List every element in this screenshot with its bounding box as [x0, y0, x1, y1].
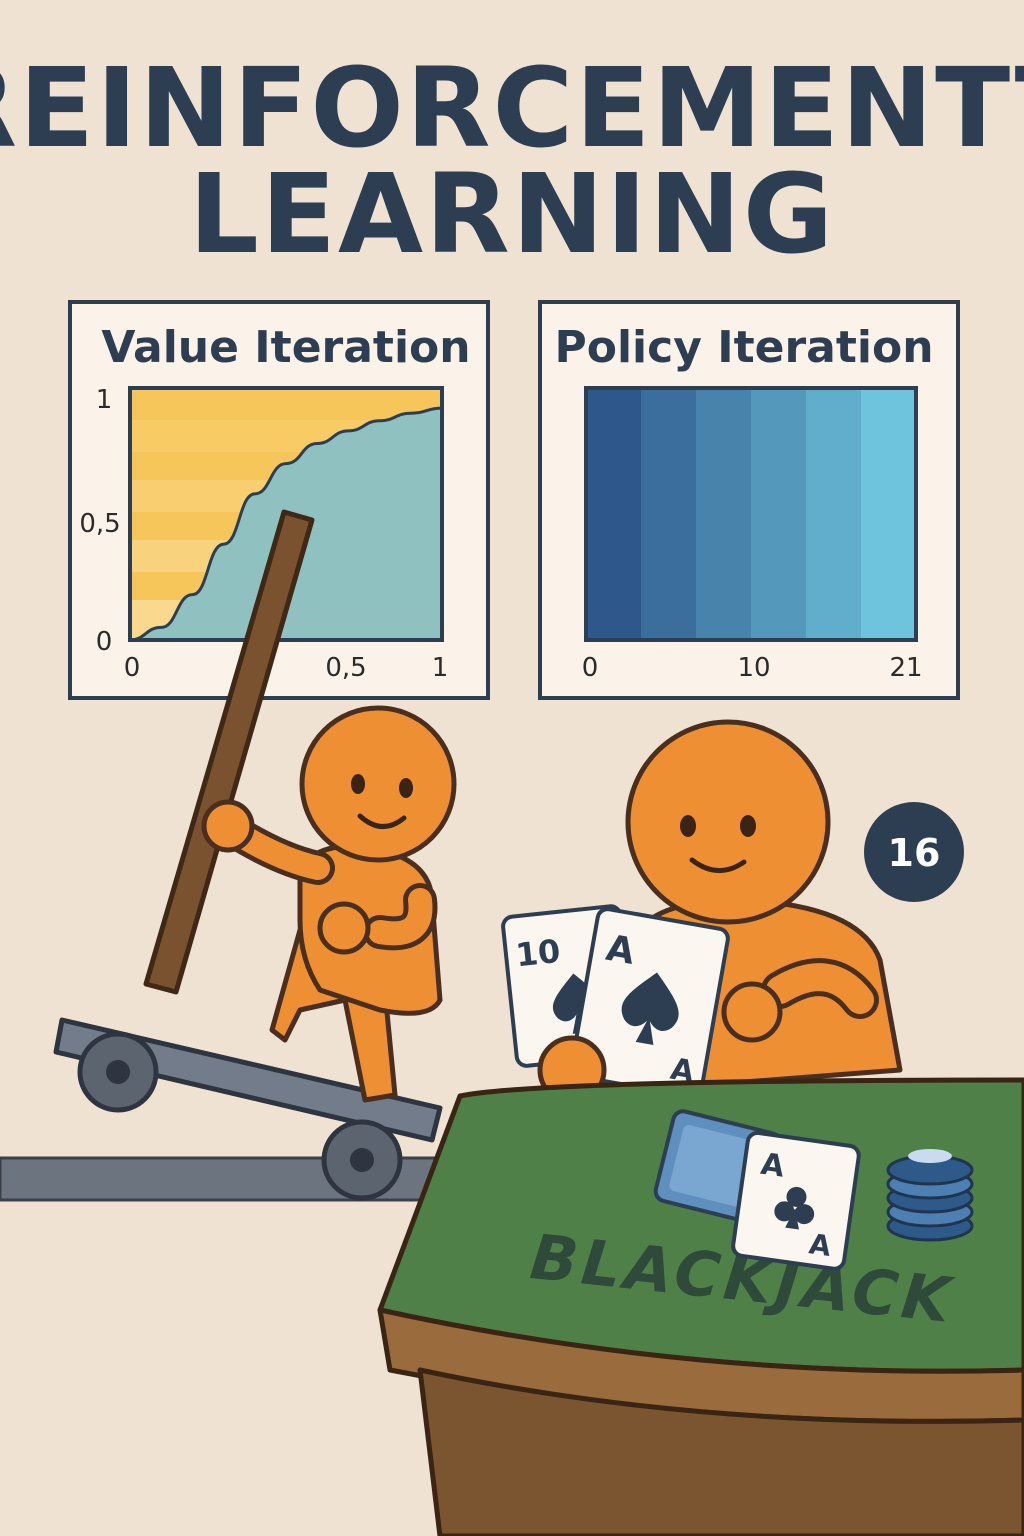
- chip-top-inlay: [908, 1149, 952, 1163]
- cart-wheel-right-hub: [350, 1148, 374, 1172]
- title-line-2: LEARNING: [189, 150, 835, 278]
- player-eye-left: [680, 815, 696, 837]
- blackjack-table: BLACKJACK: [377, 1077, 1024, 1536]
- pi-heat-cell-1: [641, 388, 697, 640]
- table-card-rank-bottom: A: [807, 1227, 833, 1263]
- pole: [143, 509, 315, 995]
- player-head: [625, 719, 831, 925]
- cart: [53, 1017, 443, 1201]
- table-base: [417, 1367, 1024, 1536]
- player-hand-right: [721, 981, 783, 1043]
- cart-wheel-left-hub: [106, 1060, 130, 1084]
- cartpole-eye-right: [399, 778, 413, 798]
- vi-ytick-1: 1: [96, 385, 113, 415]
- player-eye-right: [740, 815, 756, 837]
- policy-iteration-panel: Policy Iteration 0 10 21: [538, 300, 960, 700]
- cartpole-hand-pole: [201, 799, 255, 853]
- chip-stack: [886, 1149, 974, 1242]
- value-iteration-plot: [128, 386, 444, 642]
- pi-heat-cell-0: [586, 388, 642, 640]
- vi-xtick-0-5: 0,5: [325, 653, 366, 683]
- policy-iteration-title: Policy Iteration: [554, 322, 933, 373]
- cartpole-eye-left: [351, 774, 365, 794]
- cartpole-head: [299, 705, 457, 863]
- blackjack-player: [625, 719, 903, 1093]
- card-ace-spade-icon: [621, 972, 679, 1046]
- pi-xtick-21: 21: [889, 653, 922, 683]
- value-iteration-title: Value Iteration: [101, 322, 470, 373]
- pi-plot-border: [584, 386, 918, 642]
- vi-xtick-1: 1: [432, 653, 449, 683]
- policy-iteration-plot: [586, 388, 917, 640]
- cartpole-smile: [357, 813, 407, 829]
- card-10-rank: 10: [514, 932, 562, 974]
- vi-ytick-0: 0: [96, 627, 113, 657]
- cartpole-arm2: [368, 888, 433, 946]
- vi-ytick-0-5: 0,5: [79, 509, 120, 539]
- table-card-rank-top: A: [759, 1147, 788, 1185]
- value-iteration-panel: Value Iteration 1 0,5 0 0 0,5 1: [68, 300, 490, 700]
- score-badge: 16: [864, 802, 964, 902]
- club-icon: [774, 1186, 815, 1230]
- score-badge-value: 16: [888, 831, 941, 875]
- score-badge-circle: [864, 802, 964, 902]
- cartpole-fist: [317, 901, 371, 955]
- pi-heat-cell-2: [696, 388, 752, 640]
- vi-xtick-0: 0: [124, 653, 141, 683]
- cartpole-character: [201, 705, 457, 1103]
- vi-plot-border: [128, 386, 444, 642]
- player-smile: [689, 857, 747, 873]
- pi-heat-cell-4: [806, 388, 862, 640]
- pi-xtick-10: 10: [737, 653, 770, 683]
- player-arm: [766, 963, 874, 1014]
- pi-heat-cell-3: [751, 388, 807, 640]
- title-line-1: REINFORCEMENTT: [0, 44, 1024, 172]
- pi-heat-cell-5: [861, 388, 917, 640]
- table-card-ace-clubs: A A: [731, 1130, 861, 1271]
- pi-xtick-0: 0: [582, 653, 599, 683]
